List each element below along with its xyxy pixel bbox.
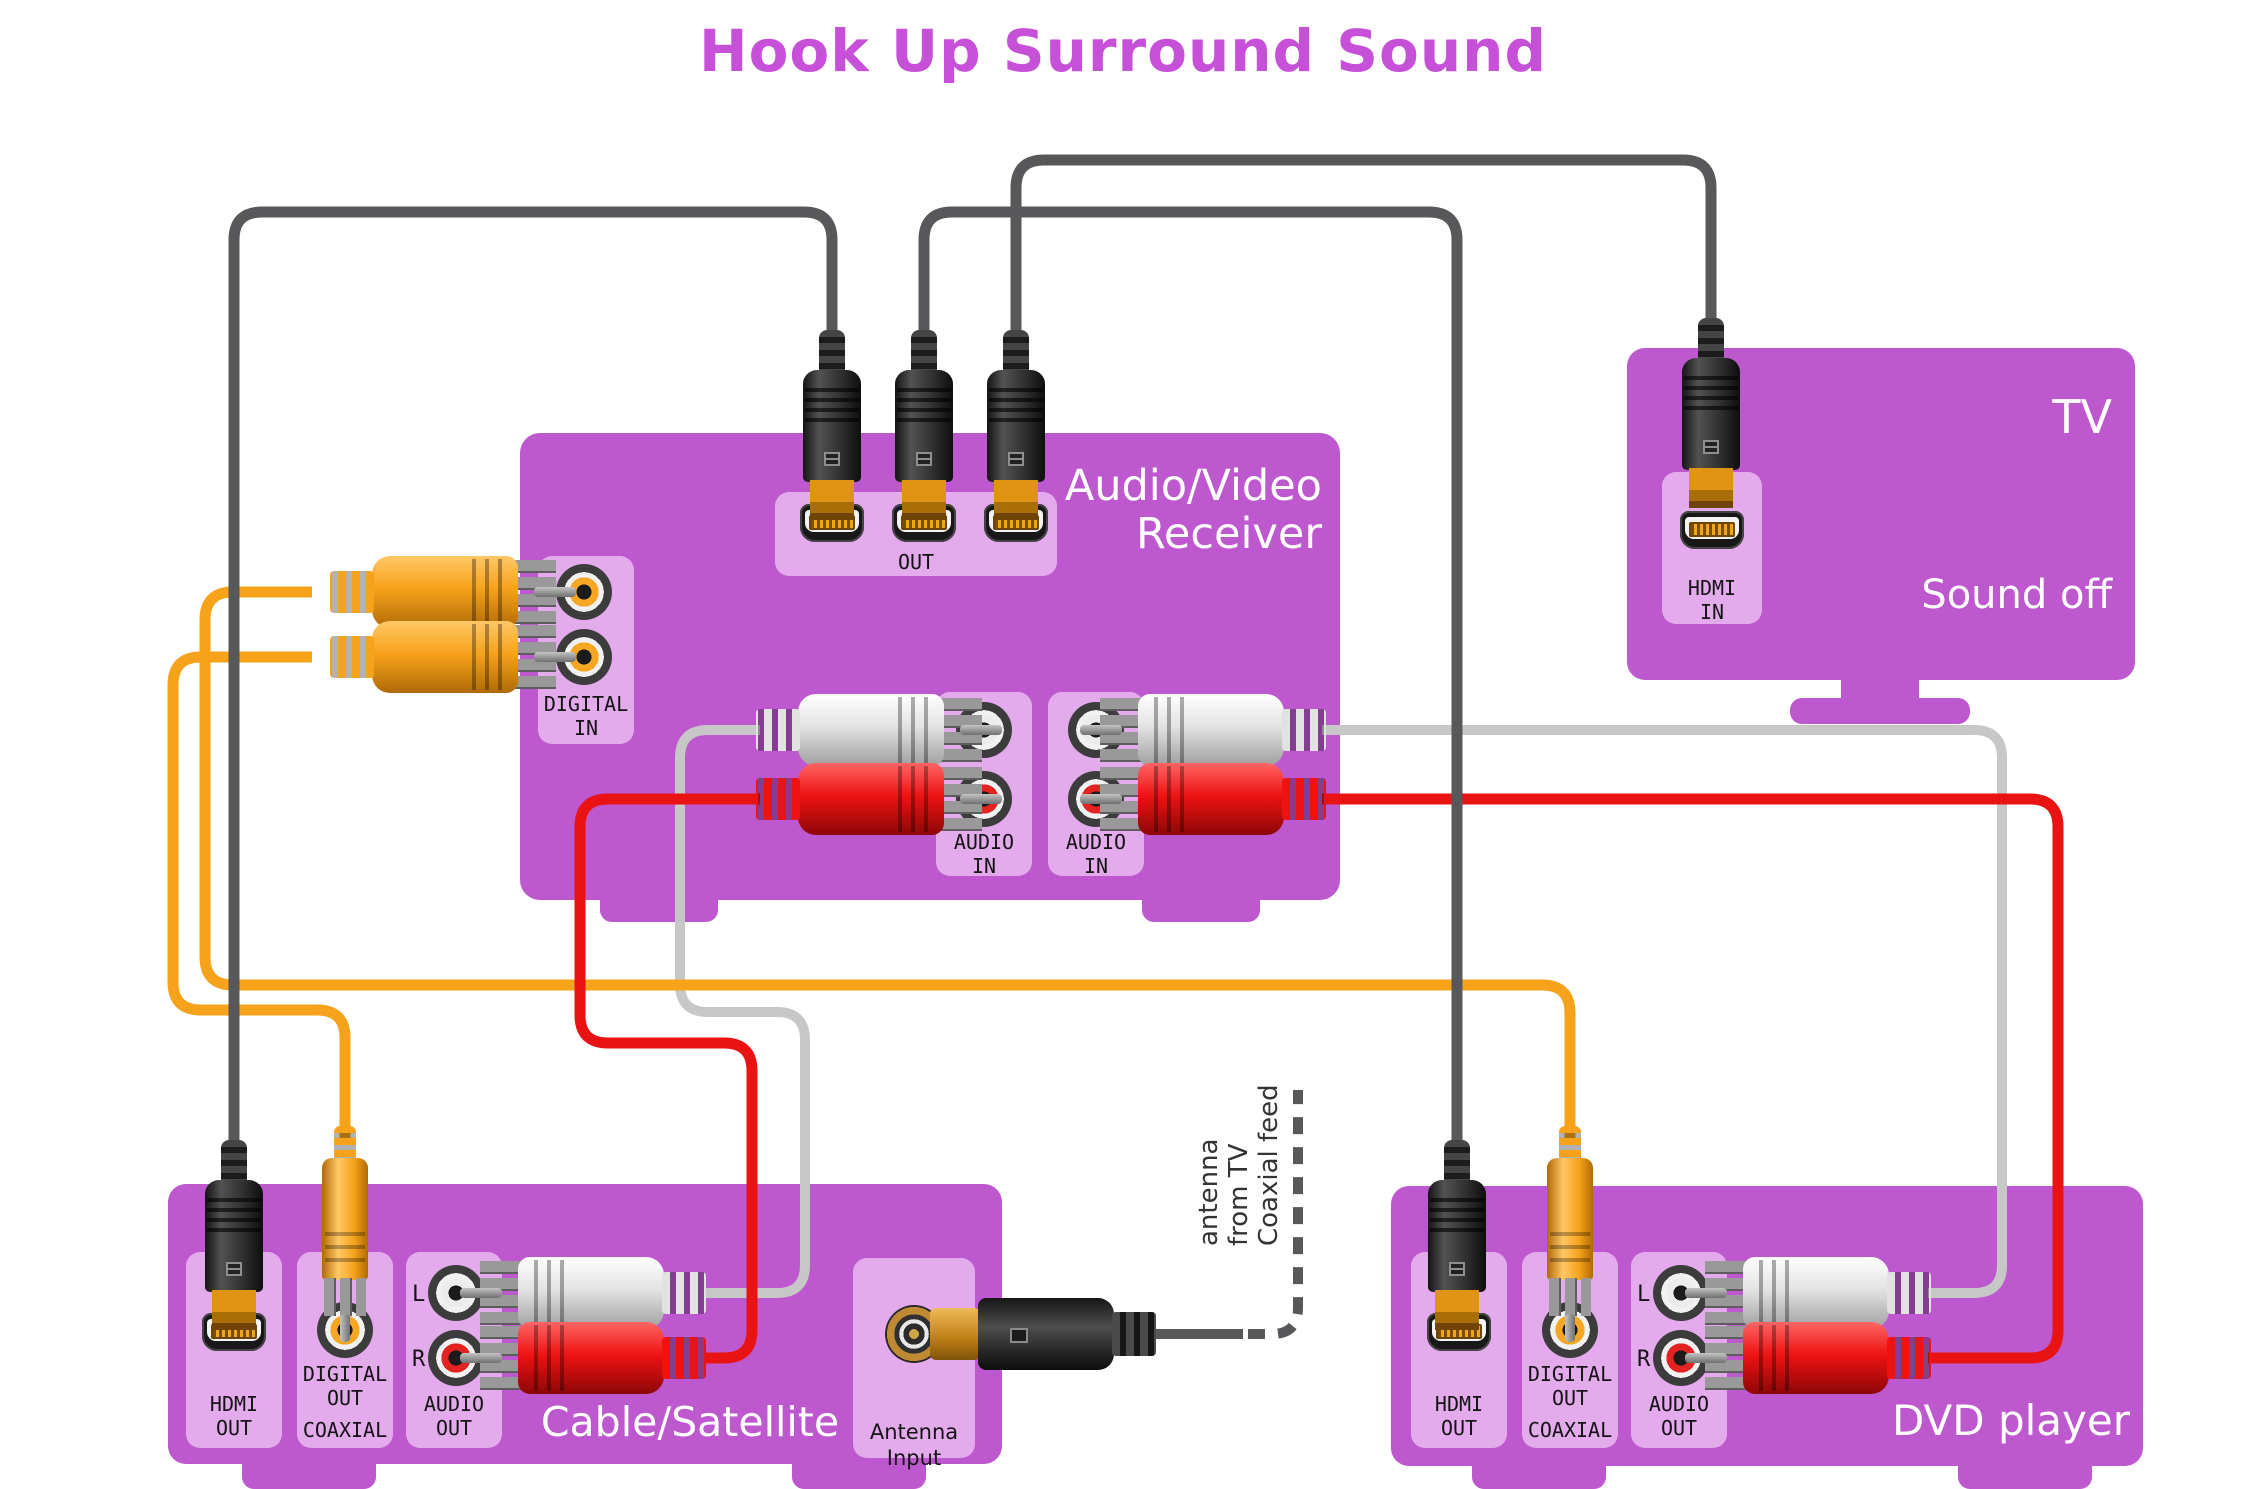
cable-coaxial-label: COAXIAL [302, 1418, 388, 1442]
hdmi-cable-tv [1010, 154, 1717, 340]
audio-right-plug-receiver-1-icon [756, 763, 1002, 835]
hdmi-plug-to-dvd-icon [895, 330, 953, 520]
digital-plug-cable-box-icon [322, 1126, 368, 1342]
audio-left-cable-dvd [1322, 725, 2007, 1298]
antenna-coax-plug-icon [930, 1298, 1156, 1370]
audio-right-plug-cable-box-icon [460, 1322, 706, 1394]
cable-audio-right-label: R [412, 1347, 426, 1372]
digital-plug-dvd-icon [1547, 1126, 1593, 1342]
hdmi-plug-to-cable-box-icon [803, 330, 861, 520]
receiver-out-label: OUT [897, 550, 935, 574]
digital-cable-dvd [199, 586, 1576, 1145]
dvd-foot-left [1472, 1466, 1606, 1489]
tv-sound-status: Sound off [1921, 572, 2112, 618]
hdmi-cable-cable-box [228, 206, 838, 1150]
hdmi-plug-tv-in-icon [1682, 318, 1740, 508]
digital-plug-receiver-2-icon [330, 621, 576, 693]
receiver-foot-right [1142, 900, 1260, 922]
receiver-foot-left [600, 900, 718, 922]
dvd-audio-right-label: R [1637, 1347, 1651, 1372]
coaxial-feed-annotation: antenna from TV Coaxial feed [1194, 1084, 1284, 1246]
audio-right-cable-dvd [1322, 793, 2064, 1364]
dvd-player-name: DVD player [1891, 1396, 2130, 1445]
audio-left-plug-receiver-1-icon [756, 694, 1002, 766]
cable-satellite-name: Cable/Satellite [540, 1398, 840, 1446]
page-title: Hook Up Surround Sound [699, 17, 1547, 85]
tv-name: TV [2052, 390, 2112, 444]
digital-cable-cable-box [167, 651, 351, 1145]
audio-left-plug-dvd-icon [1685, 1257, 1931, 1329]
hdmi-plug-cable-box-out-icon [205, 1140, 263, 1330]
audio-right-plug-dvd-icon [1685, 1322, 1931, 1394]
hdmi-port-icon [1680, 511, 1744, 549]
hdmi-plug-to-tv-icon [987, 330, 1045, 520]
dvd-audio-left-label: L [1637, 1282, 1651, 1307]
dvd-foot-right [1958, 1466, 2092, 1489]
hdmi-cable-dvd [918, 206, 1463, 1150]
cable-audio-left-label: L [412, 1282, 426, 1307]
digital-plug-receiver-1-icon [330, 556, 576, 628]
audio-right-cable-cable-box [574, 793, 760, 1364]
cable-box-foot-right [792, 1464, 926, 1489]
audio-left-plug-cable-box-icon [460, 1257, 706, 1329]
audio-left-cable-cable-box [675, 725, 810, 1298]
cable-box-foot-left [242, 1464, 376, 1489]
tv-stand-base [1790, 698, 1970, 724]
audio-right-plug-receiver-2-icon [1080, 763, 1326, 835]
dvd-coaxial-label: COAXIAL [1527, 1418, 1613, 1442]
audio-left-plug-receiver-2-icon [1080, 694, 1326, 766]
hdmi-plug-dvd-out-icon [1428, 1140, 1486, 1330]
antenna-feed-dashed-line [1248, 1090, 1303, 1339]
